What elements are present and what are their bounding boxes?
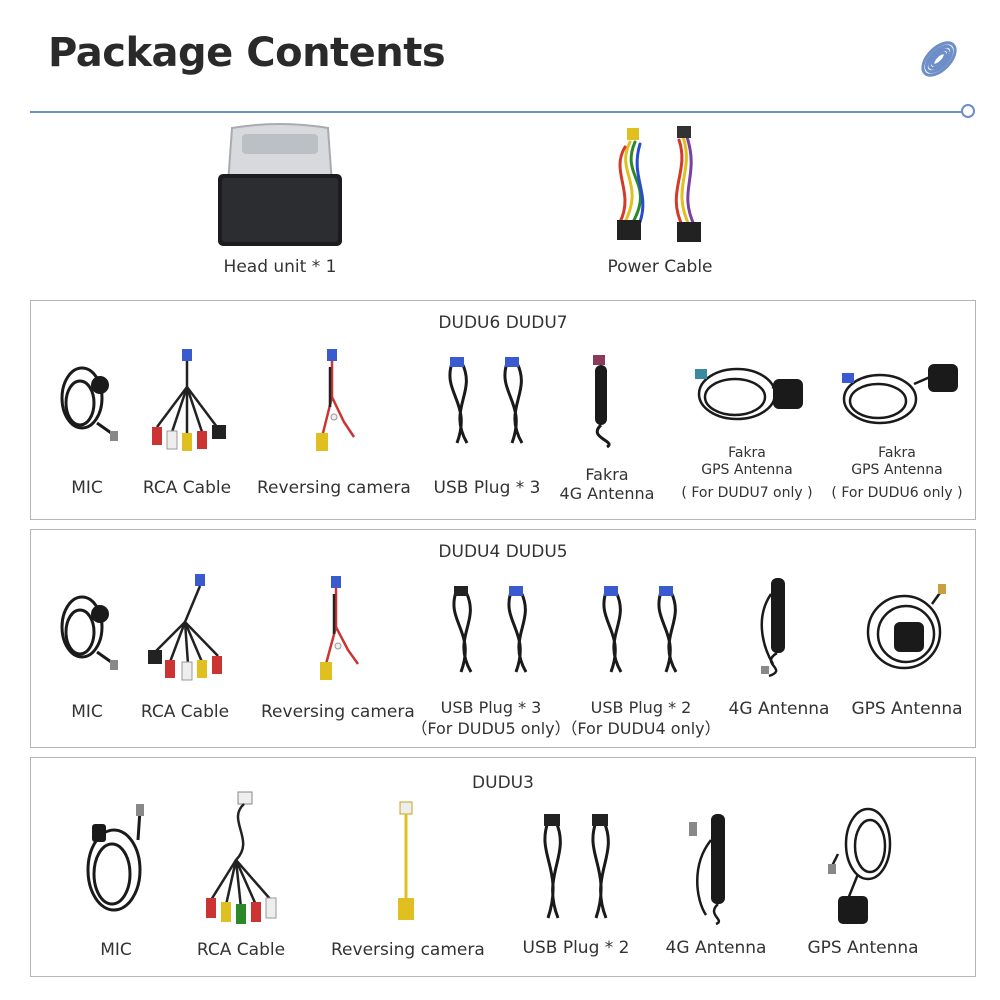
item-label: RCA Cable <box>142 478 232 498</box>
section-title: DUDU3 <box>472 773 534 793</box>
gps-antenna-icon <box>828 807 892 924</box>
item-label-line-1: Fakra <box>728 445 766 461</box>
item-label: USB Plug * 2 <box>522 938 630 958</box>
item-usb-plug: USB Plug * 3 <box>427 353 547 513</box>
section-dudu6-dudu7: DUDU6 DUDU7 MIC RCA Cable Reversing came… <box>30 300 976 520</box>
item-label: GPS Antenna <box>851 699 963 719</box>
divider-end-circle <box>961 104 975 118</box>
item-rca-cable: RCA Cable <box>191 790 291 970</box>
item-4g-antenna: 4G Antenna <box>661 810 771 970</box>
item-usb-plug-2: USB Plug * 2 （For DUDU4 only） <box>561 582 721 742</box>
4g-antenna-icon <box>593 355 611 448</box>
item-label-line-2: （For DUDU4 only） <box>561 719 721 738</box>
usb-plug-icon <box>602 586 678 673</box>
page-title: Package Contents <box>48 30 446 76</box>
power-cable-icon <box>617 126 701 242</box>
item-fakra-4g-antenna: Fakra 4G Antenna <box>557 353 657 513</box>
usb-plug-icon <box>543 814 610 919</box>
item-label-line-1: USB Plug * 2 <box>590 698 692 717</box>
item-usb-plug-3: USB Plug * 3 （For DUDU5 only） <box>411 582 571 742</box>
item-gps-antenna: GPS Antenna <box>847 582 967 742</box>
head-unit-icon <box>218 123 342 246</box>
section-title: DUDU6 DUDU7 <box>438 313 568 333</box>
item-label: MIC <box>71 478 103 498</box>
item-label-line-2: 4G Antenna <box>559 484 655 503</box>
section-dudu4-dudu5: DUDU4 DUDU5 MIC RCA Cable Reversing came… <box>30 529 976 748</box>
item-rca-cable: RCA Cable <box>135 572 235 742</box>
item-label-line-2: GPS Antenna <box>851 462 943 478</box>
gps-antenna-icon <box>842 364 958 425</box>
section-title: DUDU4 DUDU5 <box>438 542 568 562</box>
item-usb-plug: USB Plug * 2 <box>521 810 631 970</box>
item-label: RCA Cable <box>140 702 230 722</box>
top-item-head-unit: Head unit * 1 <box>200 122 360 282</box>
rca-cable-icon <box>152 349 226 451</box>
item-4g-antenna: 4G Antenna <box>719 574 839 742</box>
item-label: Reversing camera <box>331 940 485 960</box>
usb-plug-icon <box>448 357 524 444</box>
item-mic: MIC <box>47 582 127 742</box>
item-gps-antenna: GPS Antenna <box>803 804 923 970</box>
item-label: RCA Cable <box>196 940 286 960</box>
item-label-line-1: Fakra <box>878 445 916 461</box>
power-cable-label: Power Cable <box>607 257 713 277</box>
item-label: Reversing camera <box>261 702 415 722</box>
item-fakra-gps-antenna-dudu6: Fakra GPS Antenna ( For DUDU6 only ) <box>827 359 967 513</box>
item-fakra-gps-antenna-dudu7: Fakra GPS Antenna ( For DUDU7 only ) <box>677 359 817 513</box>
item-reversing-camera: Reversing camera <box>331 800 485 970</box>
item-mic: MIC <box>47 353 127 513</box>
item-label: GPS Antenna <box>807 938 919 958</box>
item-rca-cable: RCA Cable <box>137 347 237 513</box>
item-label: Reversing camera <box>257 478 411 498</box>
4g-antenna-icon <box>689 814 725 925</box>
item-label-line-2: （For DUDU5 only） <box>411 719 571 738</box>
mic-icon <box>60 595 118 670</box>
header-divider <box>30 111 962 113</box>
item-label: MIC <box>71 702 103 722</box>
item-label: 4G Antenna <box>665 938 767 958</box>
mic-icon <box>60 366 118 441</box>
item-label: MIC <box>100 940 132 960</box>
top-item-power-cable: Power Cable <box>580 122 740 282</box>
reversing-camera-cable-icon <box>316 349 356 451</box>
item-label-line-1: USB Plug * 3 <box>440 698 542 717</box>
rca-cable-icon <box>206 791 277 924</box>
gps-antenna-icon <box>695 367 803 421</box>
section-dudu3: DUDU3 MIC RCA Cable Reversing camera <box>30 757 976 977</box>
head-unit-label: Head unit * 1 <box>223 257 337 277</box>
item-label-line-2: GPS Antenna <box>701 462 793 478</box>
item-label-line-3: ( For DUDU7 only ) <box>681 485 813 501</box>
item-reversing-camera: Reversing camera <box>257 347 411 513</box>
usb-plug-icon <box>452 586 528 673</box>
coil-logo-icon <box>921 41 957 77</box>
item-label-line-3: ( For DUDU6 only ) <box>831 485 963 501</box>
item-label-line-1: Fakra <box>585 465 629 484</box>
item-label: 4G Antenna <box>728 699 830 719</box>
item-reversing-camera: Reversing camera <box>261 572 415 742</box>
reversing-camera-cable-icon <box>320 576 360 680</box>
4g-antenna-icon <box>760 578 785 678</box>
item-label: USB Plug * 3 <box>433 478 541 498</box>
rca-cable-icon <box>148 574 222 681</box>
reversing-camera-cable-icon <box>398 801 414 920</box>
gps-antenna-icon <box>866 584 946 670</box>
mic-icon <box>86 804 144 912</box>
item-mic: MIC <box>71 800 161 970</box>
